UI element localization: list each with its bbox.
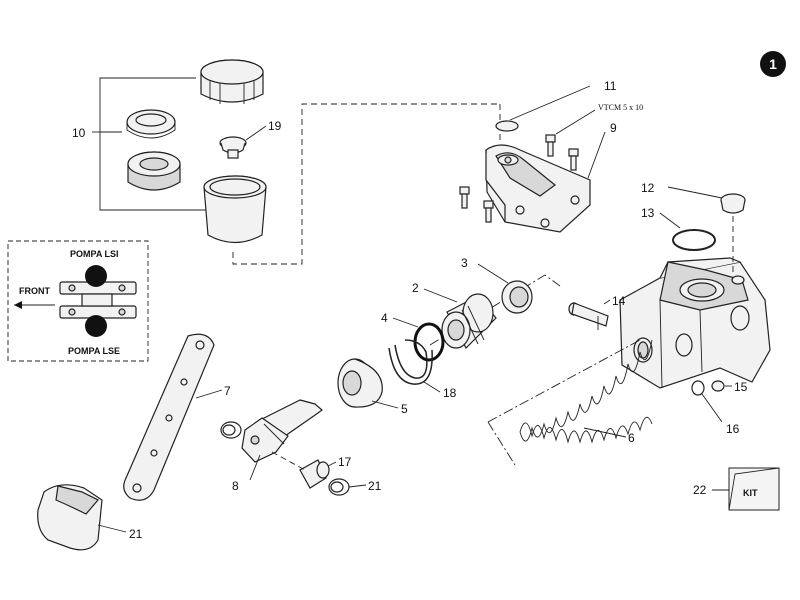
svg-text:6: 6 bbox=[628, 431, 635, 445]
piston-2 bbox=[441, 293, 497, 349]
nut-15 bbox=[711, 380, 725, 392]
reservoir-group: 10 19 bbox=[72, 59, 282, 244]
svg-text:4: 4 bbox=[381, 311, 388, 325]
reservoir-seal bbox=[127, 151, 181, 191]
svg-text:16: 16 bbox=[726, 422, 740, 436]
clip-21-lower bbox=[328, 478, 350, 496]
svg-text:POMPA LSE: POMPA LSE bbox=[68, 346, 120, 356]
svg-text:17: 17 bbox=[338, 455, 352, 469]
oring-11 bbox=[495, 120, 519, 132]
svg-text:14: 14 bbox=[612, 294, 626, 308]
reservoir-cap bbox=[200, 59, 264, 104]
svg-text:12: 12 bbox=[641, 181, 655, 195]
svg-text:19: 19 bbox=[268, 119, 282, 133]
svg-text:FRONT: FRONT bbox=[19, 286, 50, 296]
clip-21-upper bbox=[220, 421, 242, 439]
screws bbox=[459, 134, 579, 223]
pin-14 bbox=[568, 302, 609, 330]
svg-text:7: 7 bbox=[224, 384, 231, 398]
kit-22: KIT bbox=[728, 467, 780, 511]
svg-text:13: 13 bbox=[641, 206, 655, 220]
diaphragm-ring bbox=[126, 109, 176, 139]
pump-orientation-inset: POMPA LSI POMPA LSE FRONT bbox=[7, 240, 149, 362]
svg-text:11: 11 bbox=[604, 79, 617, 93]
svg-text:VTCM 5 x 10: VTCM 5 x 10 bbox=[598, 103, 643, 112]
lever-7 bbox=[123, 333, 215, 501]
master-cylinder-body bbox=[619, 257, 771, 389]
mounting-bracket-9 bbox=[485, 144, 591, 233]
svg-text:21: 21 bbox=[129, 527, 143, 541]
svg-text:21: 21 bbox=[368, 479, 382, 493]
svg-text:18: 18 bbox=[443, 386, 457, 400]
washer-16 bbox=[691, 380, 705, 396]
fitting-19 bbox=[219, 136, 247, 159]
circlip-18 bbox=[394, 339, 428, 379]
bleed-screw-12 bbox=[720, 193, 746, 214]
seal-3 bbox=[501, 280, 533, 314]
svg-text:10: 10 bbox=[72, 126, 86, 140]
clevis-pin-17 bbox=[299, 459, 330, 489]
svg-text:9: 9 bbox=[610, 121, 617, 135]
svg-text:22: 22 bbox=[693, 483, 707, 497]
svg-text:8: 8 bbox=[232, 479, 239, 493]
reservoir-body bbox=[203, 175, 267, 244]
push-rod-8 bbox=[241, 399, 323, 463]
svg-text:5: 5 bbox=[401, 402, 408, 416]
diagram-badge: 1 bbox=[760, 51, 786, 77]
svg-text:KIT: KIT bbox=[743, 488, 758, 498]
spring-6 bbox=[519, 339, 653, 444]
cover-21 bbox=[37, 484, 103, 551]
oring-13 bbox=[672, 229, 716, 251]
svg-text:15: 15 bbox=[734, 380, 748, 394]
svg-text:2: 2 bbox=[412, 281, 419, 295]
svg-text:3: 3 bbox=[461, 256, 468, 270]
oring-4 bbox=[413, 322, 445, 362]
svg-text:1: 1 bbox=[769, 56, 777, 72]
svg-text:POMPA LSI: POMPA LSI bbox=[70, 249, 119, 259]
boot-5 bbox=[337, 358, 383, 408]
